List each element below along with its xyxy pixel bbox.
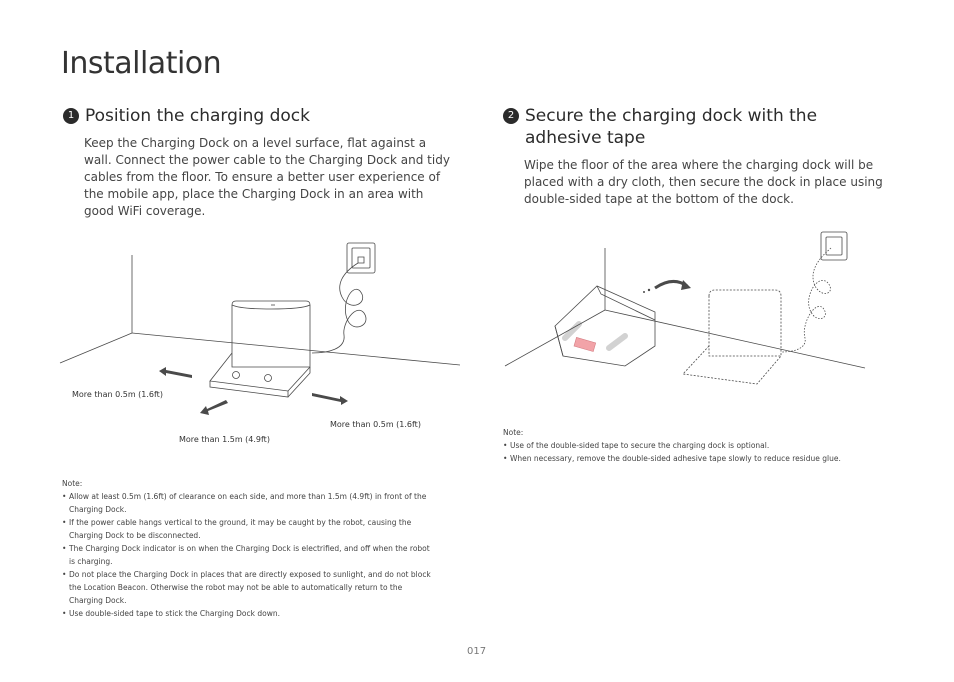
front-clearance-arrow-icon <box>200 400 228 415</box>
note-item: The Charging Dock indicator is on when t… <box>62 542 434 568</box>
note-item: Use double-sided tape to stick the Charg… <box>62 607 434 620</box>
left-clearance-arrow-icon <box>159 367 192 378</box>
step2-number-icon: 2 <box>503 108 519 124</box>
dotted-power-cable <box>780 247 832 353</box>
step1-note-list: Allow at least 0.5m (1.6ft) of clearance… <box>62 490 434 620</box>
step2-body: Wipe the floor of the area where the cha… <box>524 158 883 206</box>
step2-note-title: Note: <box>503 428 524 437</box>
step1-number-icon: 1 <box>63 108 79 124</box>
page-title: Installation <box>61 46 222 81</box>
floor-left-line <box>59 332 133 364</box>
note-item: If the power cable hangs vertical to the… <box>62 516 434 542</box>
step1-heading-text: Position the charging dock <box>85 106 310 126</box>
step2-note: Note: Use of the double-sided tape to se… <box>503 426 893 465</box>
page-number: 017 <box>467 646 487 657</box>
note-item: Do not place the Charging Dock in places… <box>62 568 434 607</box>
flipped-charging-dock <box>554 285 656 367</box>
right-clearance-label: More than 0.5m (1.6ft) <box>330 420 421 429</box>
floor-back-line <box>604 309 866 369</box>
step1-body: Keep the Charging Dock on a level surfac… <box>84 136 450 218</box>
note-item: Use of the double-sided tape to secure t… <box>503 439 893 452</box>
right-clearance-arrow-icon <box>312 393 348 405</box>
wall-socket-icon <box>346 242 376 274</box>
power-cable <box>311 262 367 354</box>
floor-left-line <box>504 309 606 367</box>
floor-back-line <box>131 332 461 366</box>
charging-dock-body <box>209 300 311 398</box>
adhesive-tape-strip <box>573 337 597 352</box>
wall-socket-icon <box>820 231 848 261</box>
step2-heading-text: Secure the charging dock with the adhesi… <box>525 106 818 148</box>
charging-dock-placement-illustration <box>59 242 461 415</box>
step1-note-title: Note: <box>62 479 83 488</box>
left-clearance-label: More than 0.5m (1.6ft) <box>72 390 163 399</box>
charging-contact-right <box>264 374 272 382</box>
note-item: When necessary, remove the double-sided … <box>503 452 893 465</box>
note-item: Allow at least 0.5m (1.6ft) of clearance… <box>62 490 434 516</box>
step1-heading: 1 Position the charging dock <box>63 105 463 127</box>
step2-heading: 2 Secure the charging dock with the adhe… <box>503 105 863 149</box>
adhesive-tape-illustration <box>504 231 866 385</box>
step2-note-list: Use of the double-sided tape to secure t… <box>503 439 893 465</box>
front-clearance-label: More than 1.5m (4.9ft) <box>179 435 270 444</box>
step1-note: Note: Allow at least 0.5m (1.6ft) of cle… <box>62 477 434 620</box>
dock-outline-target <box>682 289 782 385</box>
charging-contact-left <box>232 371 240 379</box>
